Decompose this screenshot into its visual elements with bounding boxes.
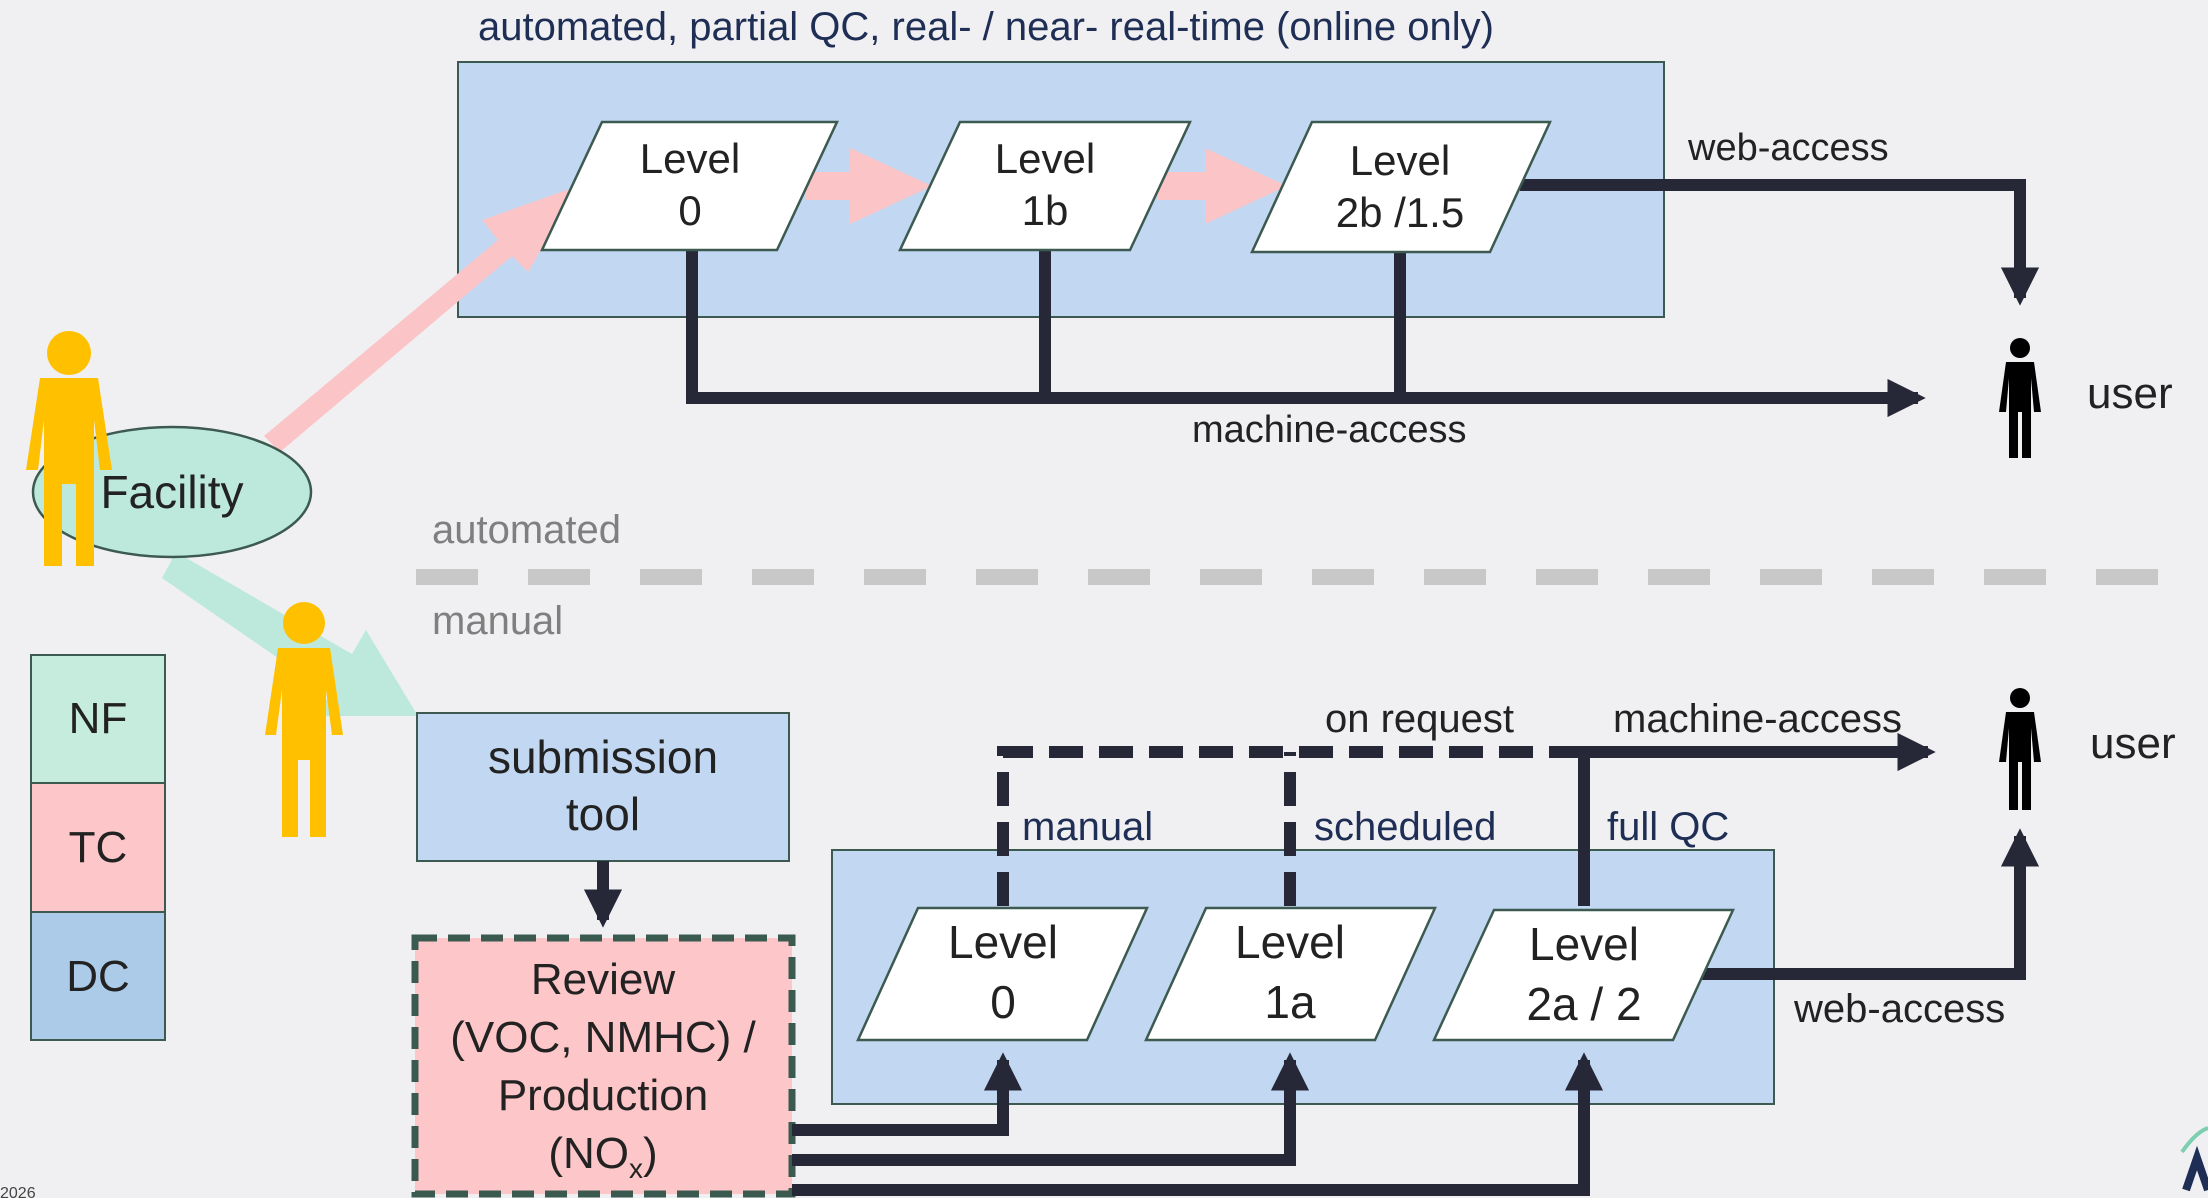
- footer-fragment: 2026: [0, 1185, 36, 1198]
- top-web-access-label: web-access: [1687, 127, 1889, 169]
- top-level-1b: Level 1b: [898, 120, 1192, 252]
- bottom-web-access-label: web-access: [1793, 987, 2005, 1031]
- top-user-icon: [1999, 338, 2041, 458]
- bottom-web-access-arrow: [1700, 828, 2040, 980]
- facility-label: Facility: [100, 466, 243, 518]
- review-label-line2: (VOC, NMHC) /: [450, 1013, 756, 1062]
- scheduled-trigger-label: scheduled: [1314, 805, 1496, 849]
- manual-label: manual: [432, 599, 563, 643]
- top-caption: automated, partial QC, real- / near- rea…: [478, 5, 1494, 49]
- bottom-user-icon: [1999, 688, 2041, 810]
- submitter-person-icon: [265, 602, 343, 837]
- top-level-2b: Level 2b /1.5: [1250, 120, 1552, 254]
- pink-arrow-facility-to-level0: [264, 186, 578, 452]
- review-to-level0-arrow: [792, 1052, 1023, 1136]
- level-number: 2a / 2: [1526, 978, 1641, 1030]
- top-machine-access-label: machine-access: [1192, 409, 1467, 451]
- legend: NF TC DC: [30, 654, 166, 1041]
- review-label-line3: Production: [498, 1071, 708, 1120]
- level-label: Level: [995, 135, 1095, 182]
- top-pink-arrows: [264, 148, 1287, 452]
- bottom-level-0: Level 0: [856, 906, 1149, 1042]
- review-to-level1a-arrow: [792, 1052, 1310, 1166]
- top-user-label: user: [2087, 369, 2173, 418]
- level-number: 0: [678, 187, 701, 234]
- top-machine-access-lines: [686, 250, 1406, 404]
- review-to-level2a-arrow: [792, 1052, 1604, 1196]
- level-label: Level: [1350, 137, 1450, 184]
- level-number: 1a: [1264, 976, 1316, 1028]
- legend-tc-swatch: [30, 782, 166, 913]
- automated-label: automated: [432, 508, 621, 552]
- on-request-dashed-lines: [997, 746, 1582, 906]
- level-label: Level: [948, 916, 1058, 968]
- bottom-level-1a: Level 1a: [1144, 906, 1437, 1042]
- submission-tool-label-line1: submission: [488, 731, 718, 783]
- top-web-access-arrow: [1520, 179, 2040, 306]
- level-number: 2b /1.5: [1336, 189, 1464, 236]
- legend-dc-label: DC: [66, 952, 130, 1001]
- bottom-level-2a: Level 2a / 2: [1432, 908, 1735, 1042]
- on-request-label: on request: [1325, 697, 1514, 741]
- top-level-0: Level 0: [540, 120, 839, 252]
- review-box: [411, 934, 796, 1198]
- review-label-line1: Review: [531, 955, 675, 1004]
- bottom-machine-access-label: machine-access: [1613, 697, 1902, 741]
- level-label: Level: [640, 135, 740, 182]
- level-number: 0: [990, 976, 1016, 1028]
- legend-tc-label: TC: [69, 823, 128, 872]
- logo-fragment: [2180, 1126, 2208, 1192]
- legend-dc-swatch: [30, 911, 166, 1041]
- submission-tool-label-line2: tool: [566, 788, 640, 840]
- facility-person-icon: [26, 331, 112, 566]
- pink-arrow-level1b-to-level2b: [1158, 148, 1287, 224]
- level-label: Level: [1529, 918, 1639, 970]
- review-label-line4: (NOx): [548, 1129, 657, 1184]
- bottom-user-label: user: [2090, 719, 2176, 768]
- submission-tool-box: [416, 712, 790, 862]
- level-label: Level: [1235, 916, 1345, 968]
- full-qc-label: full QC: [1607, 805, 1729, 849]
- level-number: 1b: [1022, 187, 1069, 234]
- pink-arrow-level0-to-level1b: [805, 148, 932, 224]
- legend-nf-label: NF: [69, 694, 128, 743]
- manual-trigger-label: manual: [1022, 805, 1153, 849]
